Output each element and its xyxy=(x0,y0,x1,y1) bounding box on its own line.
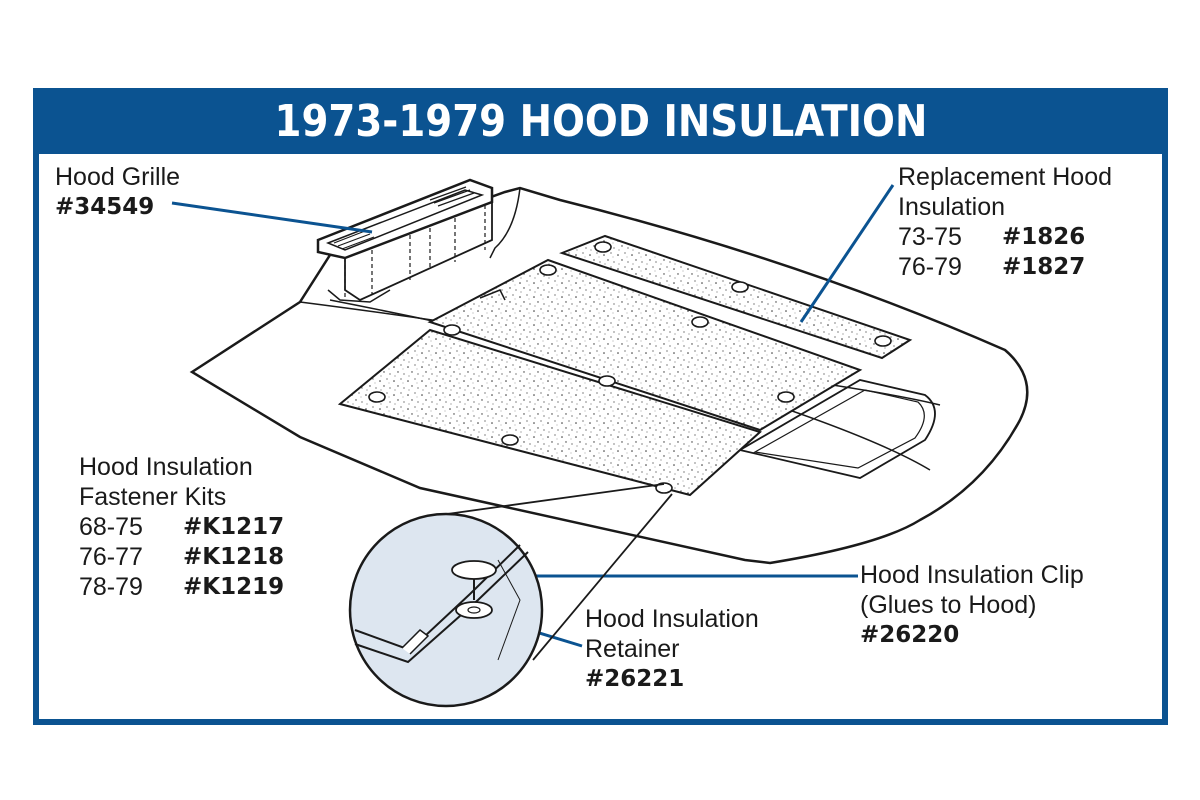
label-replacement-insulation: Replacement Hood Insulation 73-75 #1826 … xyxy=(898,162,1112,282)
replacement-name-line1: Replacement Hood xyxy=(898,163,1113,191)
replacement-years: 76-79 xyxy=(898,253,962,281)
label-hood-grille: Hood Grille #34549 xyxy=(55,162,180,222)
title-bar: 1973-1979 HOOD INSULATION xyxy=(33,88,1168,154)
clip-name-line1: Hood Insulation Clip xyxy=(860,561,1084,589)
fastener-part-number: #K1217 xyxy=(183,514,285,540)
insulation-panel-lower xyxy=(337,328,762,497)
magnifier-detail xyxy=(348,512,544,708)
replacement-part-number: #1827 xyxy=(1002,254,1086,280)
fastener-name-line1: Hood Insulation xyxy=(79,453,253,481)
hood-grille-name: Hood Grille xyxy=(55,163,181,191)
clip-name-line2: (Glues to Hood) xyxy=(860,591,1037,619)
hood-grille-part xyxy=(316,178,494,303)
fastener-name-line2: Fastener Kits xyxy=(79,483,227,511)
replacement-row: 76-79 #1827 xyxy=(898,252,1112,282)
insulation-panel-upper xyxy=(559,234,913,360)
replacement-part-number: #1826 xyxy=(1002,224,1086,250)
fastener-part-number: #K1219 xyxy=(183,574,285,600)
fastener-row: 68-75 #K1217 xyxy=(79,512,284,542)
fastener-row: 78-79 #K1219 xyxy=(79,572,284,602)
fastener-part-number: #K1218 xyxy=(183,544,285,570)
insulation-panel-middle xyxy=(427,258,863,432)
fastener-years: 68-75 xyxy=(79,513,143,541)
page-title: 1973-1979 HOOD INSULATION xyxy=(274,95,927,147)
replacement-row: 73-75 #1826 xyxy=(898,222,1112,252)
replacement-years: 73-75 xyxy=(898,223,962,251)
retainer-name-line1: Hood Insulation xyxy=(585,605,759,633)
fastener-years: 76-77 xyxy=(79,543,143,571)
retainer-part-number: #26221 xyxy=(585,666,685,692)
clip-part-number: #26220 xyxy=(860,622,960,648)
replacement-name-line2: Insulation xyxy=(898,193,1006,221)
retainer-name-line2: Retainer xyxy=(585,635,680,663)
fastener-row: 76-77 #K1218 xyxy=(79,542,284,572)
label-retainer: Hood Insulation Retainer #26221 xyxy=(585,604,759,694)
label-clip: Hood Insulation Clip (Glues to Hood) #26… xyxy=(860,560,1084,650)
fastener-years: 78-79 xyxy=(79,573,143,601)
hood-grille-part-number: #34549 xyxy=(55,194,155,220)
label-fastener-kits: Hood Insulation Fastener Kits 68-75 #K12… xyxy=(79,452,284,602)
